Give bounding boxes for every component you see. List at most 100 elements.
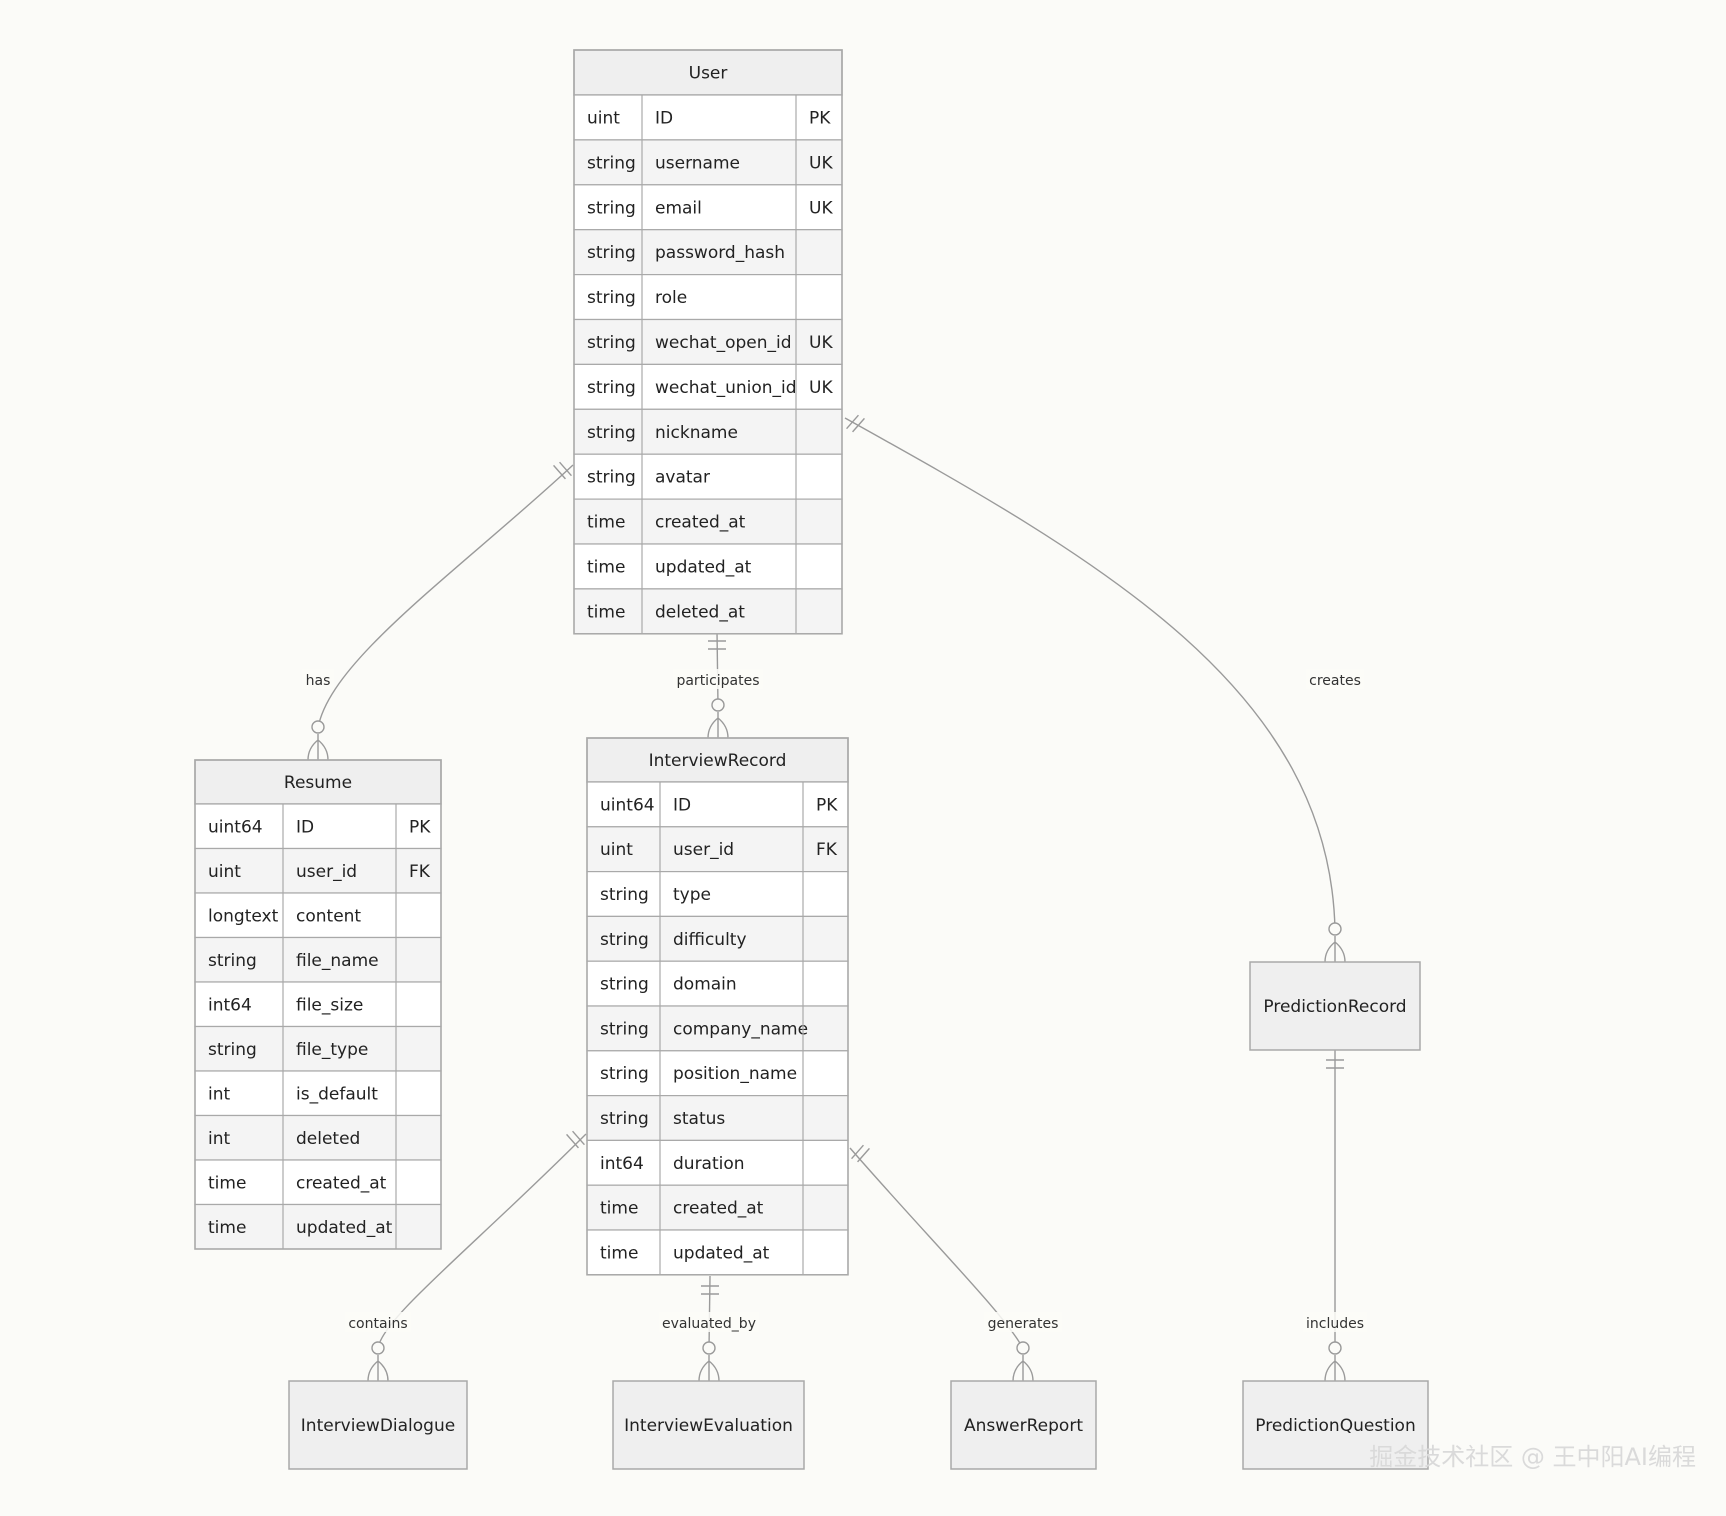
relationship-label: includes	[1306, 1316, 1364, 1332]
attribute-name: ID	[655, 108, 673, 128]
relationship-label: creates	[1309, 673, 1361, 689]
attribute-row-bg	[573, 318, 843, 366]
attribute-name: created_at	[296, 1173, 387, 1193]
cardinality-zero-circle	[371, 1341, 385, 1355]
relationship-creates: creates	[844, 414, 1364, 963]
attribute-row-bg	[573, 184, 843, 231]
attribute-type: string	[587, 468, 636, 488]
attribute-name: domain	[673, 975, 737, 995]
attribute-name: created_at	[673, 1199, 764, 1219]
attribute-name: file_size	[296, 995, 363, 1015]
attribute-row: time created_at	[573, 498, 843, 545]
attribute-type: string	[587, 333, 636, 353]
attribute-type: time	[587, 557, 625, 577]
entity-header	[586, 737, 849, 783]
attribute-name: deleted	[296, 1129, 360, 1149]
cardinality-zero-circle	[711, 698, 725, 712]
entity-title: InterviewRecord	[649, 751, 787, 771]
relationship-generates: generates	[849, 1144, 1062, 1382]
attribute-name: updated_at	[655, 557, 752, 577]
attribute-key: PK	[809, 108, 831, 128]
relationship-label-bg	[659, 1312, 759, 1332]
entity-prediction-question: PredictionQuestion	[1242, 1380, 1429, 1470]
cardinality-zero-circle	[1328, 922, 1342, 936]
attribute-row-bg	[586, 1005, 849, 1052]
attribute-key: UK	[809, 153, 833, 173]
attribute-row: string password_hash	[573, 229, 843, 276]
entity-title: Resume	[284, 773, 352, 793]
attribute-row-bg	[194, 1025, 442, 1072]
attribute-type: int	[208, 1084, 230, 1104]
cardinality-zero-circle	[311, 720, 325, 734]
relationship-contains: contains	[345, 1130, 587, 1382]
relationship-label: evaluated_by	[662, 1316, 756, 1332]
watermark-text: 掘金技术社区 @ 王中阳AI编程	[1369, 1443, 1696, 1471]
entity-title: PredictionQuestion	[1255, 1416, 1416, 1436]
attribute-type: time	[600, 1199, 638, 1219]
attribute-name: status	[673, 1109, 725, 1129]
entity-header	[573, 49, 843, 96]
entity-answer-report: AnswerReport	[950, 1380, 1097, 1470]
cardinality-many-crowfoot	[1012, 1355, 1034, 1382]
attribute-name: created_at	[655, 513, 746, 533]
relationship-line	[377, 1133, 587, 1350]
attribute-row-bg	[194, 1114, 442, 1161]
cardinality-one-mark	[852, 417, 865, 433]
attribute-name: updated_at	[296, 1218, 393, 1238]
attribute-row-bg	[573, 498, 843, 545]
entity-box	[1242, 1380, 1429, 1470]
attribute-name: user_id	[673, 840, 734, 860]
attribute-type: string	[587, 378, 636, 398]
entity-border	[586, 737, 849, 1276]
attribute-name: difficulty	[673, 930, 747, 950]
attribute-type: uint64	[208, 817, 263, 837]
attribute-name: email	[655, 198, 702, 218]
relationship-line	[844, 417, 1336, 931]
attribute-type: string	[600, 885, 649, 905]
entity-title: AnswerReport	[964, 1416, 1083, 1436]
attribute-type: time	[587, 602, 625, 622]
attribute-row-bg	[194, 981, 442, 1028]
attribute-type: string	[587, 423, 636, 443]
cardinality-one-mark	[553, 464, 566, 480]
attribute-key: UK	[809, 198, 833, 218]
entity-interview-evaluation: InterviewEvaluation	[612, 1380, 805, 1470]
attribute-type: time	[208, 1218, 246, 1238]
relationship-line	[317, 464, 574, 729]
relationship-label-bg	[345, 1312, 411, 1332]
attribute-type: time	[587, 513, 625, 533]
attribute-type: int64	[600, 1154, 644, 1174]
attribute-name: file_type	[296, 1040, 368, 1060]
attribute-row-bg	[573, 363, 843, 410]
entity-title: User	[689, 64, 728, 84]
attribute-name: avatar	[655, 468, 710, 488]
attribute-row-bg	[194, 892, 442, 939]
attribute-type: string	[587, 243, 636, 263]
attribute-name: wechat_union_id	[655, 378, 797, 398]
relationship-includes: includes	[1302, 1050, 1368, 1382]
attribute-name: user_id	[296, 862, 357, 882]
attribute-type: int64	[208, 995, 252, 1015]
relationship-label-bg	[302, 669, 334, 689]
relationship-label: has	[306, 673, 331, 689]
attribute-name: password_hash	[655, 243, 785, 263]
entity-box	[1249, 961, 1421, 1051]
attribute-row: time updated_at	[573, 543, 843, 590]
relationship-label-bg	[1302, 1312, 1368, 1332]
